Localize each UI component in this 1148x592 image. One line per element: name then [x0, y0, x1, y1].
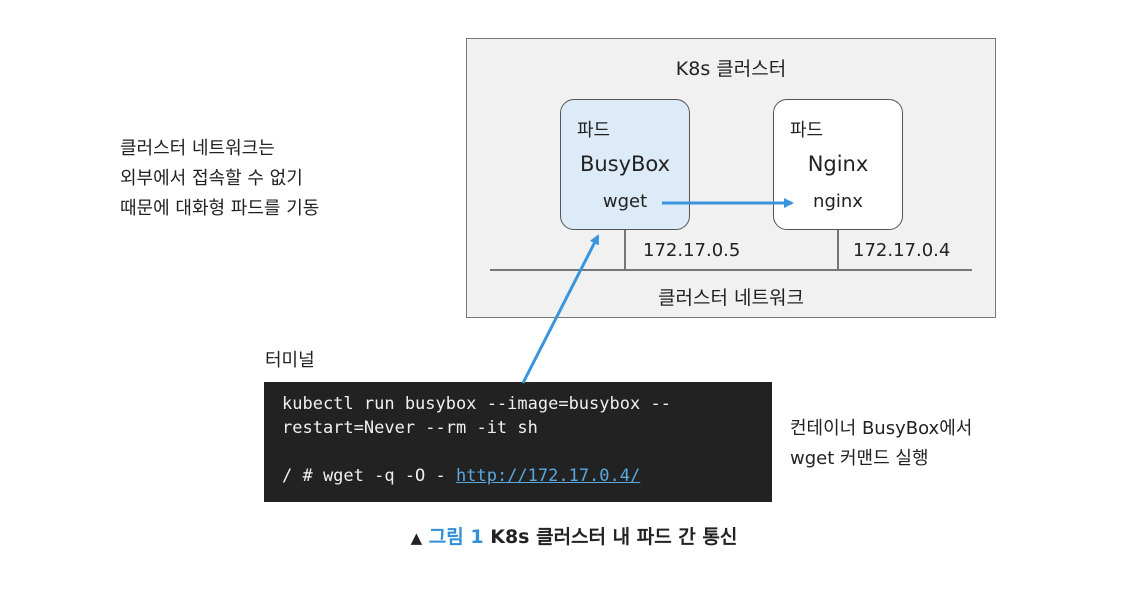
left-note: 클러스터 네트워크는 외부에서 접속할 수 없기 때문에 대화형 파드를 기동	[120, 134, 319, 224]
pod-name: BusyBox	[579, 152, 671, 176]
terminal-label: 터미널	[265, 350, 315, 371]
caption-text: K8s 클러스터 내 파드 간 통신	[490, 526, 738, 548]
terminal-prompt: / # wget -q -O -	[282, 466, 456, 486]
k8s-cluster-box	[466, 38, 996, 318]
pod-label: 파드	[577, 120, 611, 141]
terminal-command-line: / # wget -q -O - http://172.17.0.4/	[282, 464, 772, 488]
terminal-url: http://172.17.0.4/	[456, 466, 641, 486]
figure-caption: ▲ 그림 1 K8s 클러스터 내 파드 간 통신	[0, 522, 1148, 549]
terminal-to-busybox-arrow	[521, 234, 600, 384]
busybox-ip: 172.17.0.5	[643, 240, 741, 261]
terminal-line: kubectl run busybox --image=busybox --	[282, 394, 671, 414]
terminal-window: kubectl run busybox --image=busybox -- r…	[264, 382, 772, 502]
figure-number: 그림 1	[428, 526, 484, 548]
pod-label: 파드	[790, 120, 824, 141]
busybox-pod: 파드 BusyBox wget	[560, 99, 690, 230]
cluster-network-line	[490, 269, 972, 271]
right-note-line: 컨테이너 BusyBox에서	[790, 418, 973, 439]
right-note-line: wget 커맨드 실행	[790, 448, 929, 469]
cluster-network-label: 클러스터 네트워크	[658, 287, 804, 309]
nginx-ip: 172.17.0.4	[853, 240, 951, 261]
left-note-line: 클러스터 네트워크는	[120, 138, 275, 159]
pod-process: wget	[602, 191, 648, 212]
left-note-line: 외부에서 접속할 수 없기	[120, 168, 303, 189]
left-note-line: 때문에 대화형 파드를 기동	[120, 198, 320, 219]
triangle-icon: ▲	[410, 529, 423, 547]
terminal-line: restart=Never --rm -it sh	[282, 418, 538, 438]
nginx-network-link	[837, 230, 839, 270]
cluster-title: K8s 클러스터	[675, 58, 787, 80]
busybox-network-link	[624, 230, 626, 270]
pod-name: Nginx	[807, 152, 869, 176]
pod-process: nginx	[813, 191, 863, 212]
right-note: 컨테이너 BusyBox에서 wget 커맨드 실행	[790, 414, 972, 474]
nginx-pod: 파드 Nginx nginx	[773, 99, 903, 230]
